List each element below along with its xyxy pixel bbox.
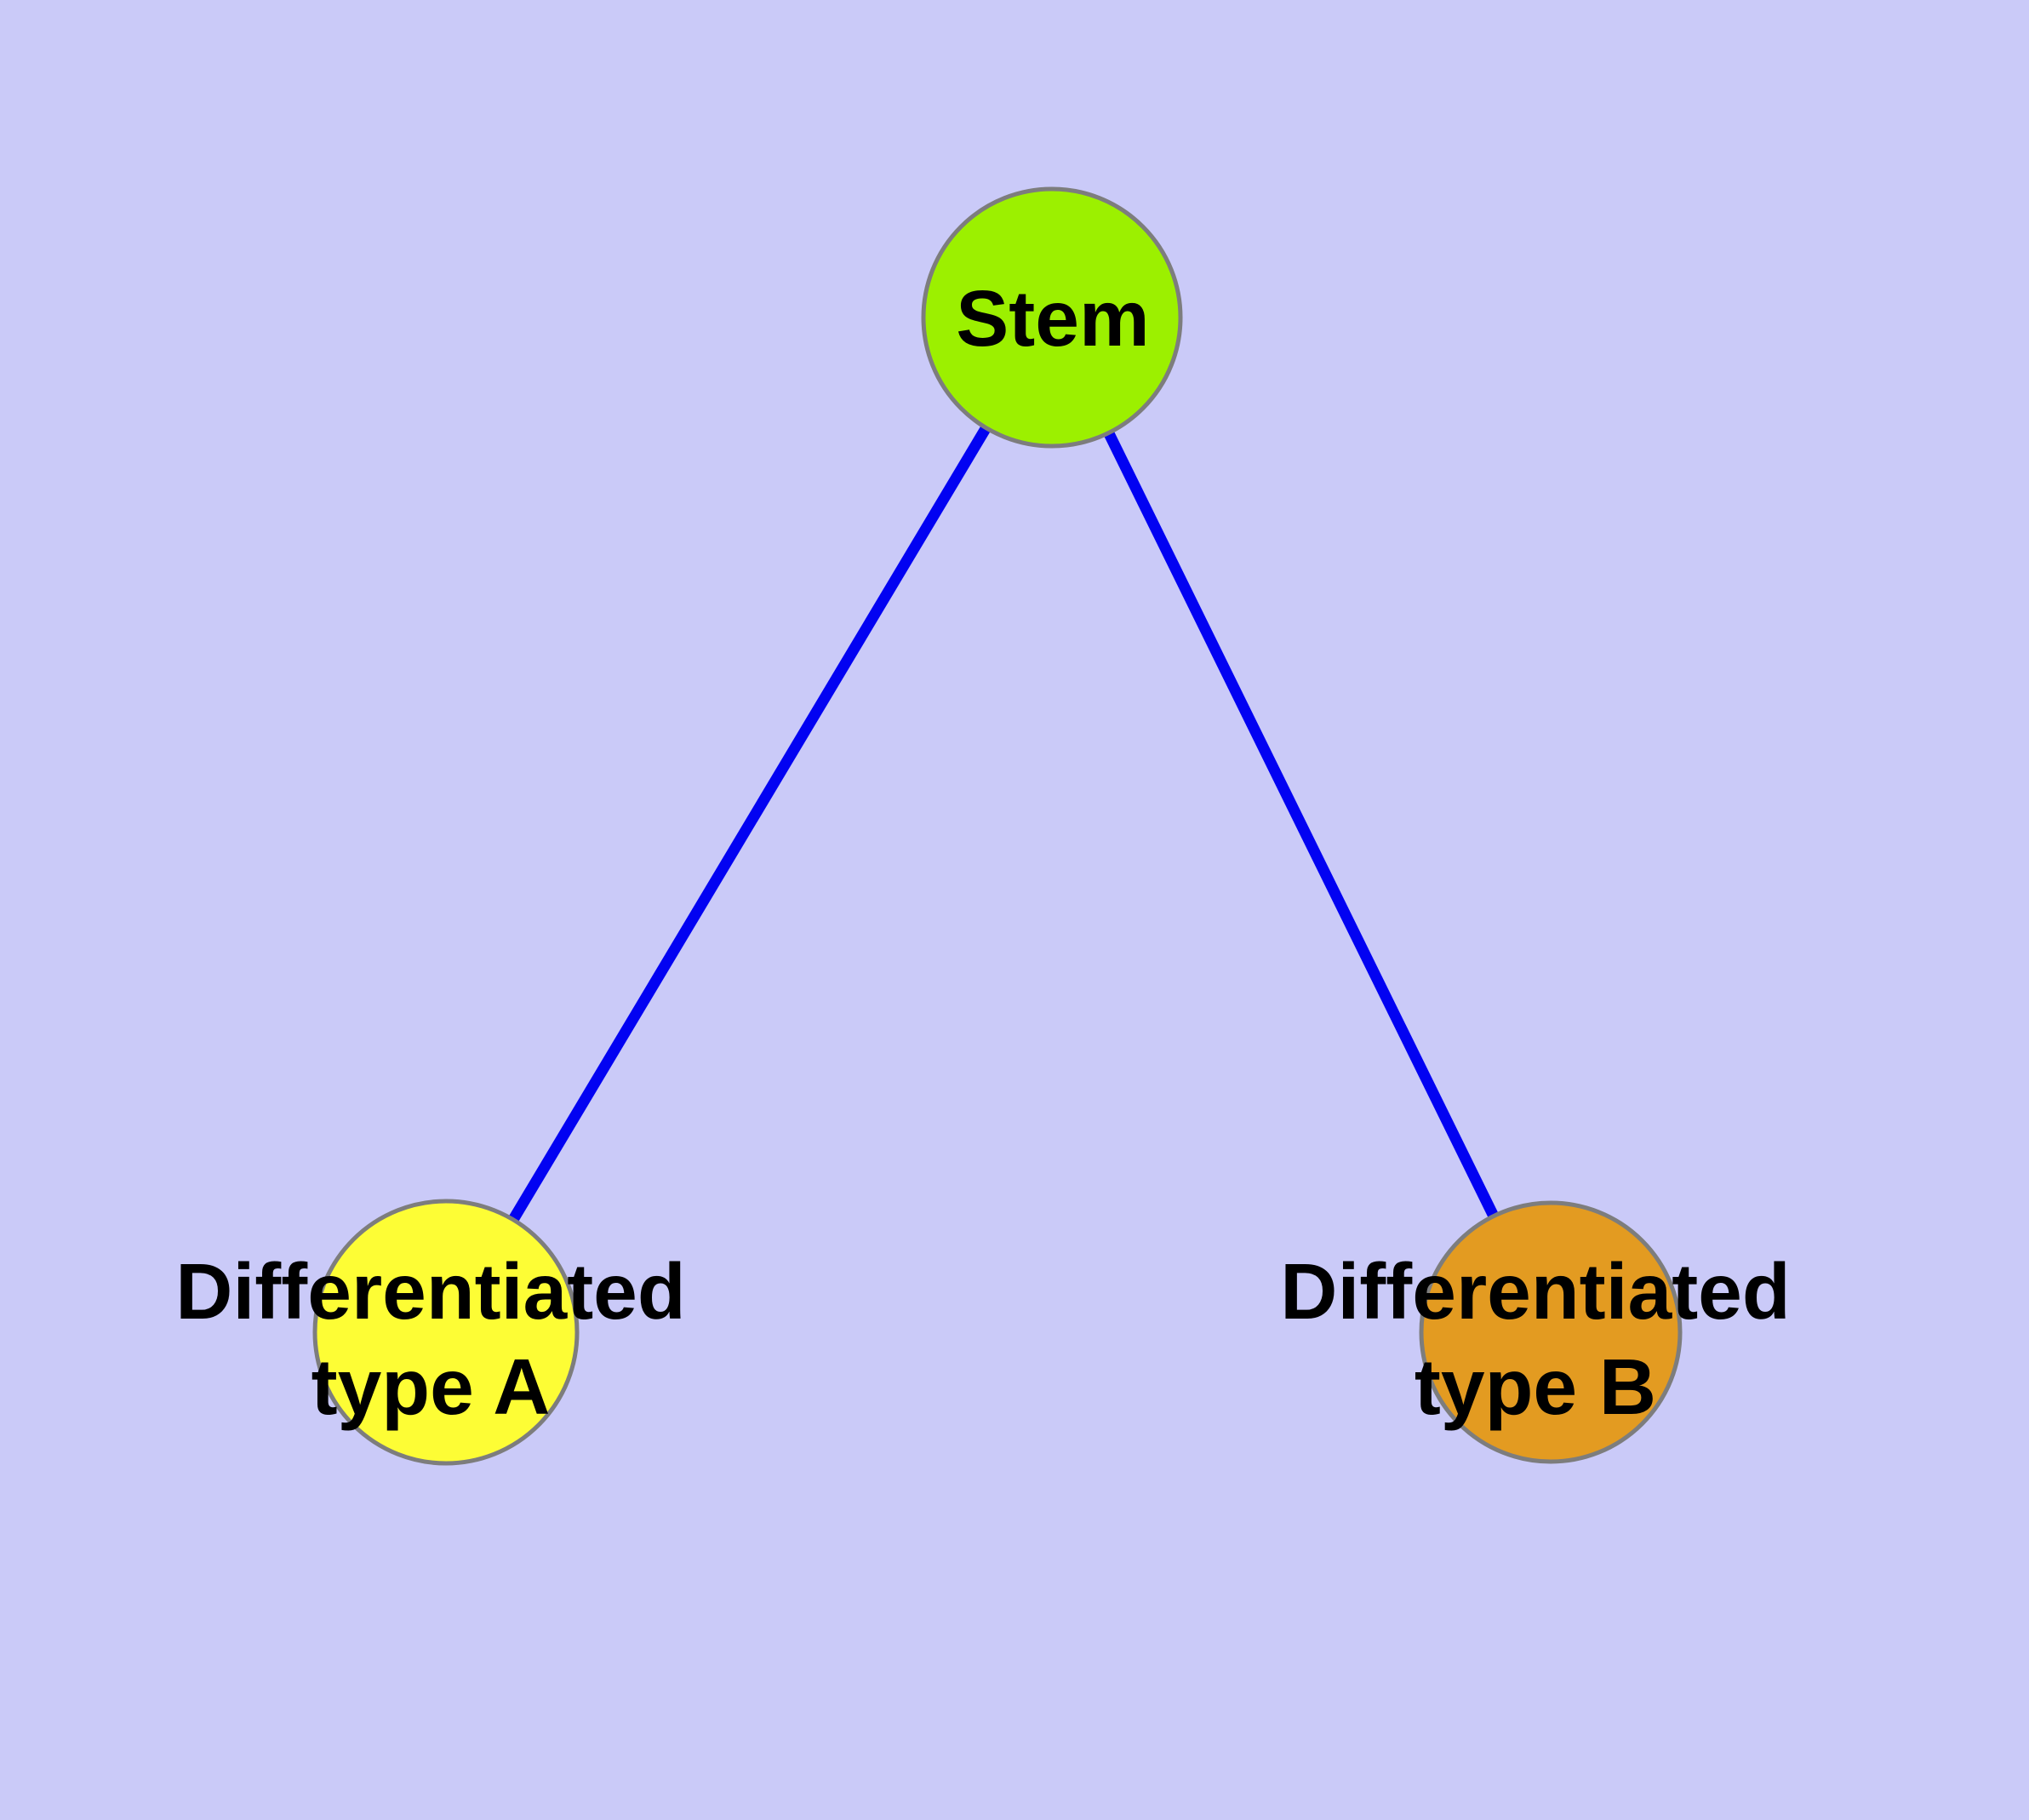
node-stem-circle — [921, 186, 1183, 449]
node-type-b-label-line2: type B — [1415, 1342, 1656, 1431]
node-type-b-label-line1: Differentiated — [1280, 1247, 1790, 1336]
node-type-a-label-line1: Differentiated — [175, 1247, 685, 1336]
edge-stem-to-type-b — [1047, 315, 1556, 1335]
node-type-b-circle — [1419, 1200, 1683, 1464]
node-stem-label: Stem — [956, 274, 1149, 363]
node-type-a-label-line2: type A — [311, 1342, 551, 1431]
edge-stem-to-type-a — [441, 314, 1057, 1336]
node-type-a-circle — [312, 1199, 580, 1466]
